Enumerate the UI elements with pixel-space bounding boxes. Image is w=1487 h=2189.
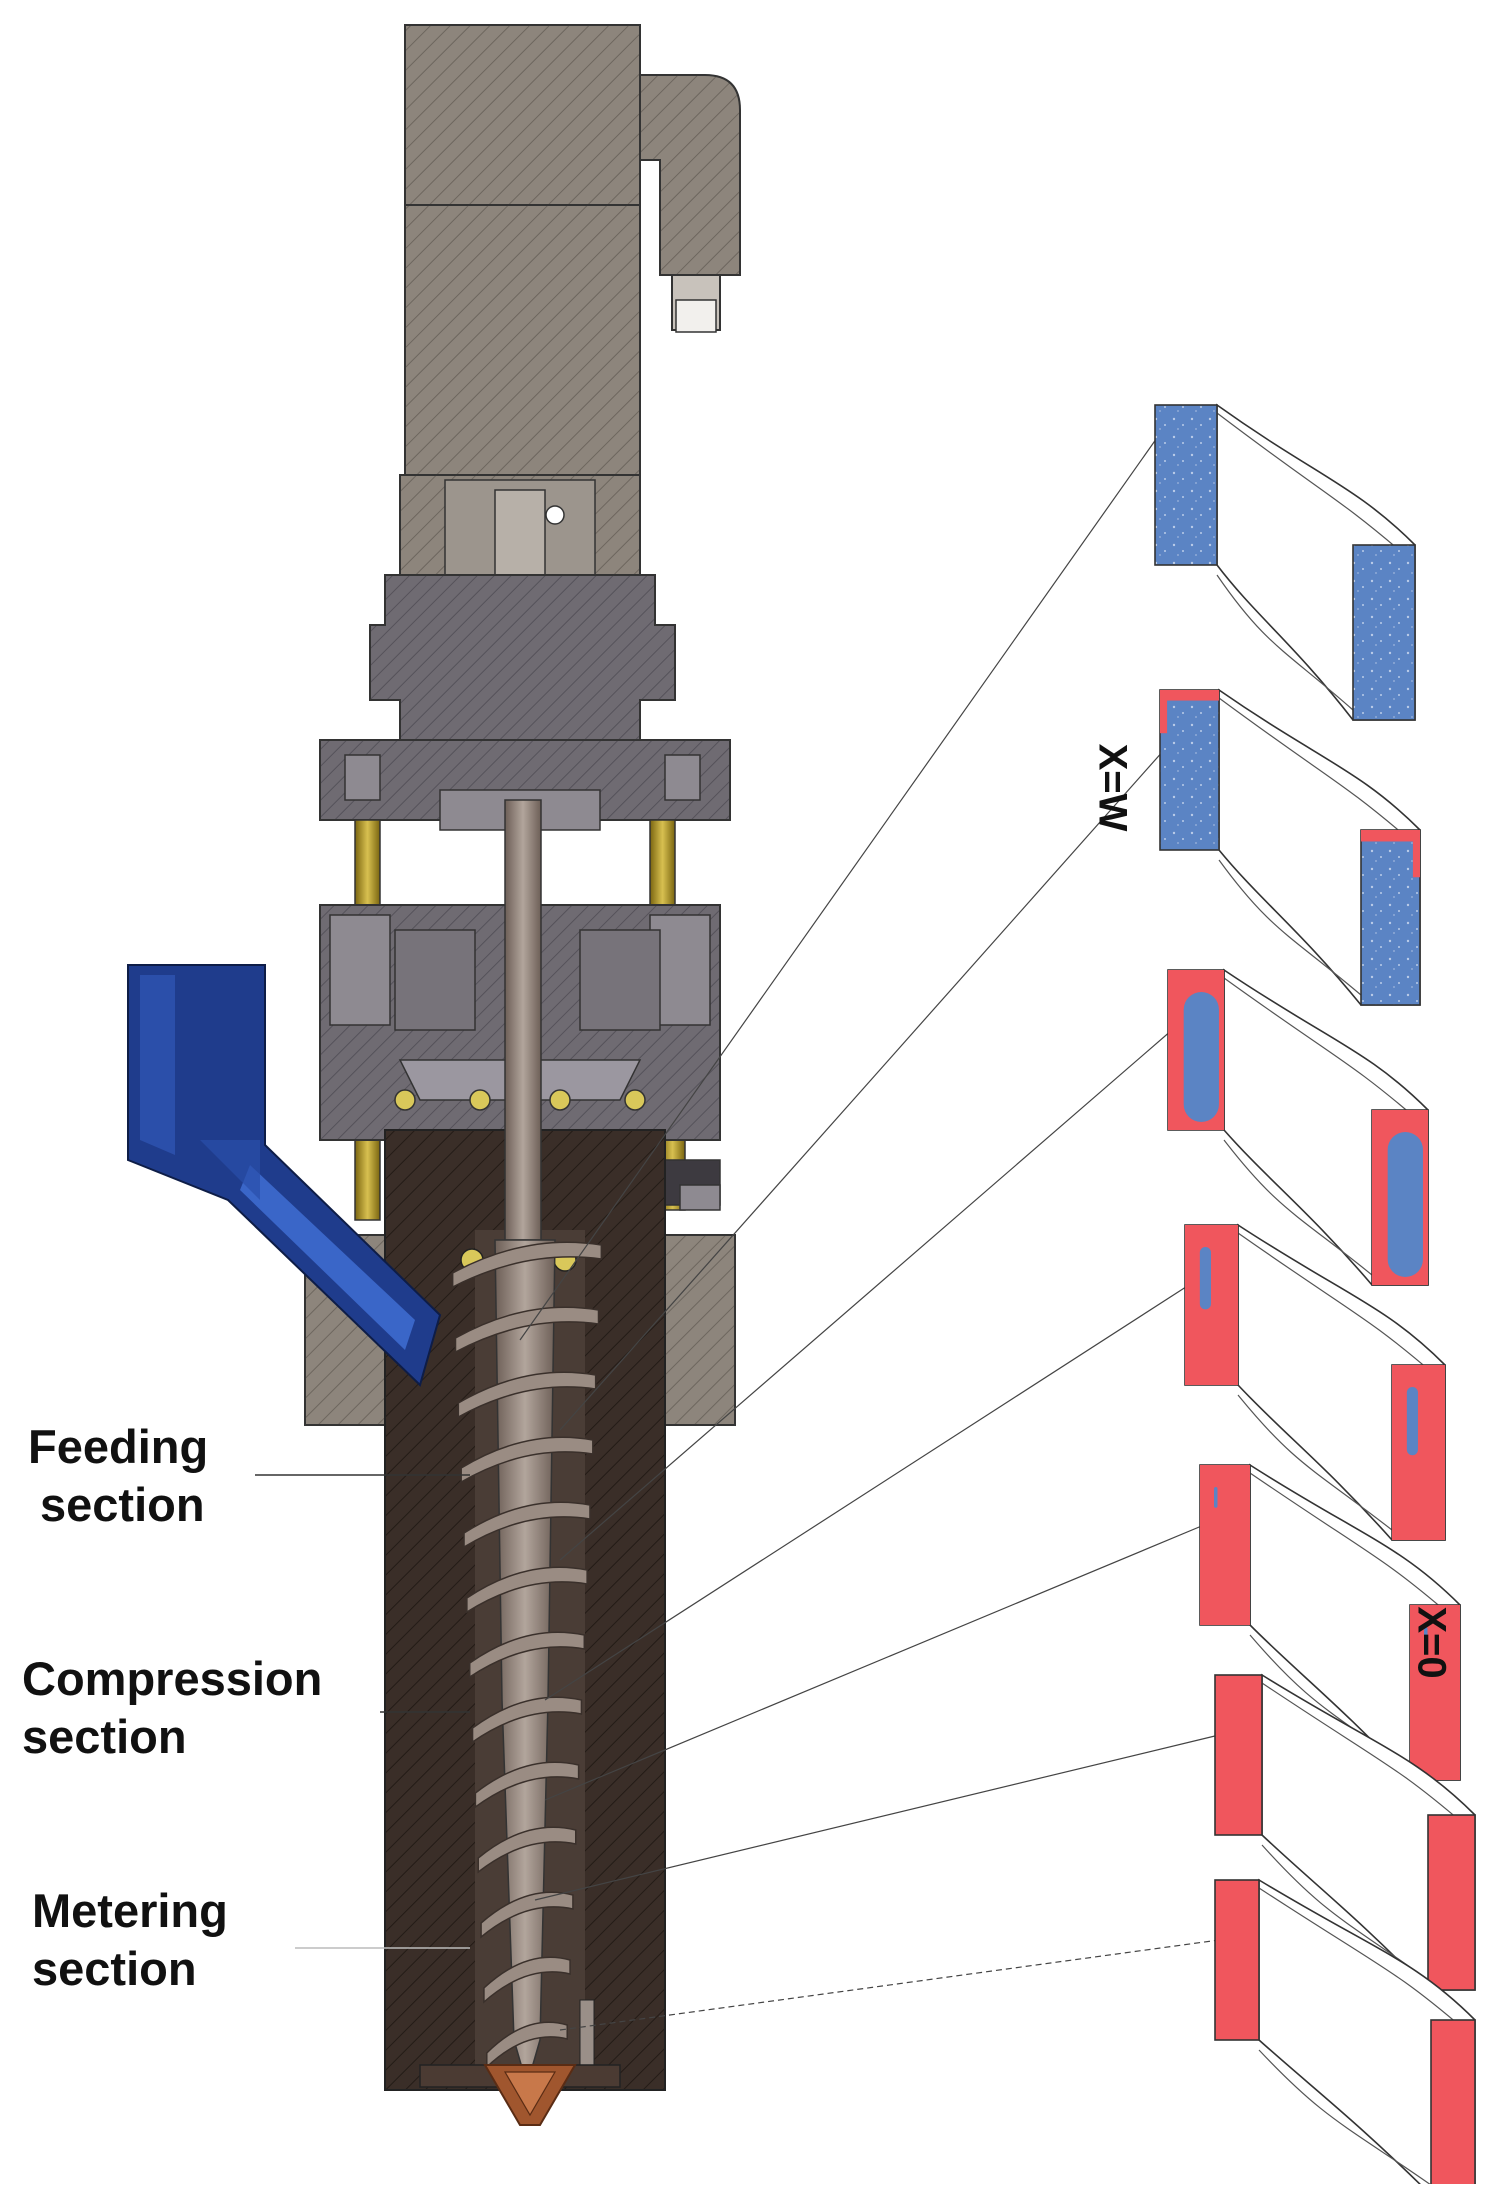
hopper	[127, 964, 442, 1387]
screw	[451, 799, 603, 2088]
compression-label-line2: section	[22, 1710, 187, 1763]
leader-line	[519, 434, 1160, 1341]
gearbox	[319, 474, 731, 831]
screw-flight	[454, 1306, 600, 1354]
channel-left-face	[1154, 404, 1218, 566]
screw-flight	[466, 1566, 588, 1614]
screw-flight	[477, 1826, 577, 1874]
leader-lines	[519, 434, 1220, 2031]
channel-section-7	[1214, 1878, 1476, 2189]
screw-flight	[486, 2021, 568, 2069]
channel-section-2	[1159, 688, 1421, 1006]
leader-line	[534, 1734, 1220, 1901]
channel-left-face	[1214, 1674, 1263, 1836]
axis-label-x-equals-zero: X=0	[1409, 1606, 1454, 1679]
channel-section-1	[1154, 403, 1416, 721]
feeding-section-label: Feeding section	[28, 1418, 208, 1534]
channel-section-3	[1167, 968, 1429, 1286]
channel-right-face	[1352, 544, 1416, 721]
leader-line	[559, 1029, 1173, 1561]
screw-flight	[463, 1501, 591, 1549]
feeding-label-line1: Feeding	[28, 1420, 209, 1473]
channel-right-face	[1427, 1814, 1476, 1991]
channel-left-face	[1159, 689, 1220, 851]
channel-left-face	[1214, 1879, 1260, 2041]
metering-label-line1: Metering	[32, 1884, 228, 1937]
screw-flight	[471, 1696, 583, 1744]
screw-flight	[480, 1891, 574, 1939]
compression-section-label: Compression section	[22, 1650, 322, 1766]
screw-flight	[451, 1241, 603, 1289]
leader-line	[559, 749, 1165, 1431]
leader-line	[559, 1939, 1220, 2031]
screw-flight	[460, 1436, 594, 1484]
channel-section-4	[1184, 1223, 1446, 1541]
channel-section-6	[1214, 1673, 1476, 1991]
motor	[404, 24, 741, 476]
nozzle	[419, 2064, 621, 2126]
screw-flight	[474, 1761, 580, 1809]
channel-right-face	[1360, 829, 1421, 1006]
channel-right-face	[1430, 2019, 1476, 2189]
axis-label-x-equals-w: X=W	[1090, 743, 1135, 832]
feeding-label-line2: section	[40, 1478, 205, 1531]
leader-line	[544, 1284, 1190, 1701]
channel-diagrams	[1154, 403, 1476, 2189]
section-pointer-lines	[255, 1474, 470, 1949]
screw-flight	[468, 1631, 586, 1679]
metering-section-label: Metering section	[32, 1882, 228, 1998]
leader-line	[544, 1524, 1205, 1801]
compression-label-line1: Compression	[22, 1652, 323, 1705]
channel-section-5	[1199, 1463, 1461, 1781]
screw-flight	[483, 1956, 571, 2004]
metering-label-line2: section	[32, 1942, 197, 1995]
